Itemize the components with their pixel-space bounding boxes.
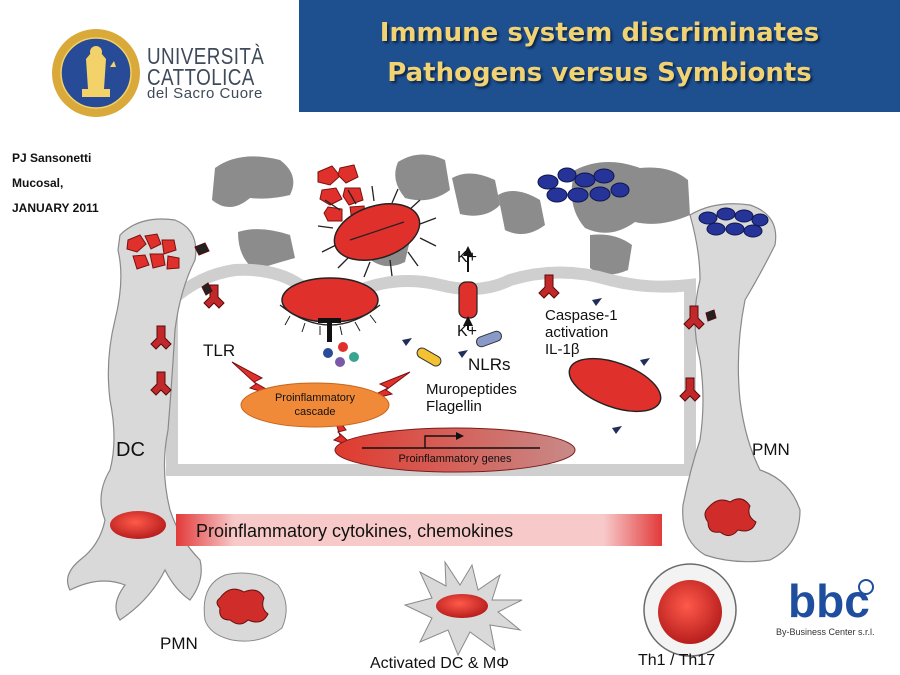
university-seal-icon (52, 29, 140, 117)
citation-journal: Mucosal, (12, 176, 64, 190)
university-name-line-2: CATTOLICA (147, 64, 255, 90)
activation-label: activation (545, 324, 608, 341)
citation-date: JANUARY 2011 (12, 201, 99, 215)
bbc-logo-text: bbc (788, 577, 870, 625)
dendritic-cell-left (67, 218, 202, 621)
il1b-label: IL-1β (545, 341, 580, 358)
nlrs-label: NLRs (468, 355, 511, 374)
receptors (150, 242, 717, 402)
cytokines-banner-label: Proinflammatory cytokines, chemokines (196, 521, 513, 541)
pmn-cell-right (682, 203, 801, 563)
activated-dc-label: Activated DC & MΦ (370, 655, 509, 672)
dc-label: DC (116, 439, 145, 461)
pathogen-cluster-left (126, 233, 180, 270)
pathogen-cluster-top (317, 164, 367, 223)
lumen-bacteria (212, 154, 690, 275)
pmn-bottom-label: PMN (160, 634, 198, 653)
genes-label: Proinflammatory genes (398, 453, 512, 465)
university-name-line-3: del Sacro Cuore (147, 85, 263, 102)
pmn-right-nucleus (704, 498, 757, 536)
title-banner: Immune system discriminates Pathogens ve… (299, 0, 900, 112)
membrane-bacterium (279, 277, 381, 367)
slide-title-line-2: Pathogens versus Symbionts (387, 58, 812, 88)
k-channel: K+ K+ (457, 246, 478, 340)
slide-title-line-1: Immune system discriminates (379, 18, 820, 48)
caspase-label: Caspase-1 (545, 307, 618, 324)
nlr-molecules (402, 298, 650, 434)
th-cell-nucleus (658, 580, 722, 644)
muropeptides-label: Muropeptides (426, 381, 517, 398)
proinflammatory-cascade (240, 382, 390, 428)
k-plus-bottom-label: K+ (457, 323, 477, 340)
citation-author: PJ Sansonetti (12, 151, 92, 165)
tlr-label: TLR (203, 341, 235, 360)
proinflammatory-genes (334, 427, 576, 473)
university-name-line-1: UNIVERSITÀ (147, 43, 265, 69)
dc-nucleus (110, 511, 166, 539)
pmn-bottom-nucleus (216, 588, 269, 625)
th-label: Th1 / Th17 (638, 652, 715, 669)
flagellin-label: Flagellin (426, 398, 482, 415)
invading-bacterium (317, 185, 437, 278)
k-plus-top-label: K+ (457, 249, 477, 266)
symbiont-cluster-right (698, 207, 769, 238)
cytokines-banner (176, 514, 662, 546)
activated-dc-nucleus (436, 594, 488, 618)
ball-icon (858, 579, 874, 595)
cascade-label-2: cascade (295, 406, 336, 418)
cascade-label-1: Proinflammatory (275, 392, 356, 404)
intracellular-bacterium (568, 357, 662, 413)
symbiont-cluster-top (537, 167, 630, 203)
pmn-right-label: PMN (752, 440, 790, 459)
bbc-logo: bbc (788, 577, 874, 625)
bbc-caption: By-Business Center s.r.l. (776, 627, 875, 637)
